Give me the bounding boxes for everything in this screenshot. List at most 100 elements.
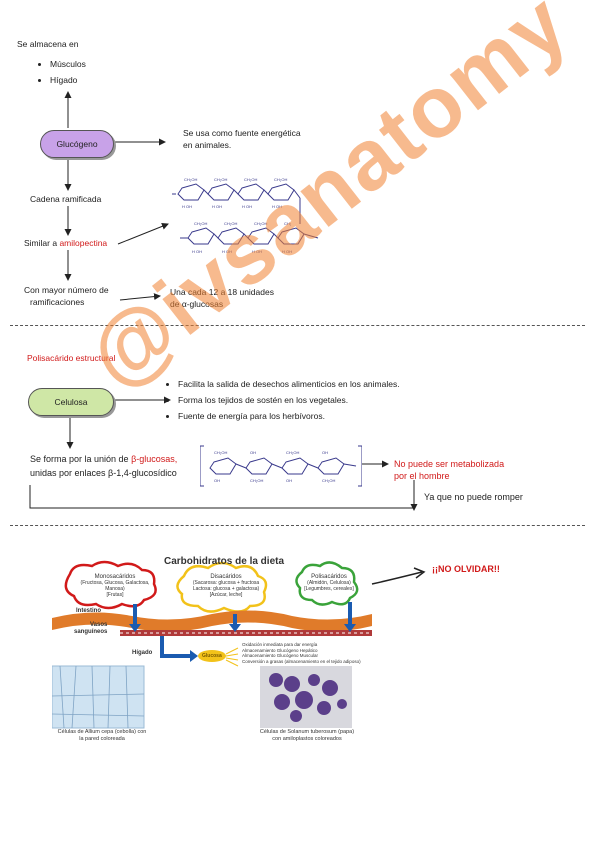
mono-sub2: [Frutas]: [106, 592, 124, 598]
svg-text:CH₂OH: CH₂OH: [194, 221, 207, 226]
section-divider: [10, 325, 585, 326]
vasos-label: Vasos sanguíneos: [74, 622, 107, 636]
higado-label: Hígado: [132, 650, 153, 656]
poli-sub2: [Legumbres, cereales]: [304, 586, 354, 592]
glucosa-label: Glucosa: [202, 653, 222, 659]
svg-text:H OH: H OH: [282, 249, 292, 254]
function-item: Facilita la salida de desechos alimentic…: [178, 378, 400, 390]
units-line: de α-glucosas: [170, 299, 224, 309]
functions-list: Facilita la salida de desechos alimentic…: [160, 378, 400, 426]
arrow-units: [119, 293, 161, 301]
svg-text:CH₂OH: CH₂OH: [184, 177, 197, 182]
mono-sub: (Fructosa, Glucosa, Galactosa, Manosa): [80, 580, 150, 592]
vasos-line: Vasos: [89, 622, 108, 628]
caption-right: Células de Solanum tuberosum (papa) con …: [242, 729, 372, 742]
units-line: Una cada 12 a 18 unidades: [170, 287, 274, 297]
celulosa-shape: Celulosa: [28, 388, 114, 416]
function-item: Forma los tejidos de sostén en los veget…: [178, 394, 400, 406]
amilopectina-term: amilopectina: [59, 238, 108, 248]
energy-line: en animales.: [183, 140, 232, 150]
line-cannot-break: [29, 485, 414, 509]
svg-text:CH₂OH: CH₂OH: [244, 177, 257, 182]
formed-text: Se forma por la unión de β-glucosas, uni…: [30, 452, 177, 480]
vasos-line: sanguíneos: [74, 629, 108, 635]
location-item: Hígado: [50, 74, 86, 86]
celulosa-label: Celulosa: [54, 397, 88, 407]
not-metab-line: por el hombre: [394, 471, 450, 481]
glycogen-structure-image: CH₂OH CH₂OH CH₂OH CH₂OH H OH H OH H OH H OH CH…: [172, 177, 319, 254]
output-item: Almacenamiento Glucógeno Muscular: [242, 653, 319, 658]
svg-text:CH₂OH: CH₂OH: [286, 450, 299, 455]
svg-text:H OH: H OH: [212, 204, 222, 209]
svg-text:CH₂OH: CH₂OH: [214, 450, 227, 455]
glucogeno-connectors: [64, 91, 169, 301]
units-text: Una cada 12 a 18 unidades de α-glucosas: [170, 286, 274, 310]
energy-use-text: Se usa como fuente energética en animale…: [183, 127, 301, 151]
di-sub3: [Azúcar, leche]: [209, 592, 243, 598]
more-branch-line: ramificaciones: [30, 297, 85, 307]
similar-text: Similar a amilopectina: [24, 237, 107, 249]
caption-right-line: con amiloplastos coloreados: [272, 735, 342, 742]
function-item: Fuente de energía para los herbívoros.: [178, 410, 400, 422]
svg-text:H OH: H OH: [192, 249, 202, 254]
caption-right-line: Células de Solanum tuberosum (papa): [259, 729, 355, 735]
mono-title: Monosacáridos: [94, 574, 136, 580]
output-item: Oxidación inmediata para dar energía: [242, 642, 318, 647]
beta-glucosas-term: β-glucosas,: [131, 454, 178, 464]
svg-text:H OH: H OH: [252, 249, 262, 254]
similar-prefix: Similar a: [24, 238, 60, 248]
di-sub2: Lactosa: glucosa + galactosa): [192, 586, 260, 592]
stored-in-label: Se almacena en: [17, 39, 79, 49]
svg-text:CH₂OH: CH₂OH: [224, 221, 237, 226]
carbohydrates-diagram: Carbohidratos de la dieta Monosacáridos …: [52, 556, 372, 742]
formed-line2: unidas por enlaces β-1,4-glucosídico: [30, 468, 177, 478]
caption-left-line: Células de Allium cepa (cebolla) con: [57, 729, 147, 735]
output-item: Conversión a grasas (almacenamiento en e…: [242, 658, 361, 664]
poli-title: Polisacáridos: [311, 574, 347, 580]
energy-line: Se usa como fuente energética: [183, 128, 301, 138]
caption-left-line: la pared coloreada: [79, 735, 125, 742]
not-metab-line: No puede ser metabolizada: [394, 459, 505, 469]
svg-text:H OH: H OH: [222, 249, 232, 254]
no-olvidar-text: ¡¡NO OLVIDAR!!: [432, 564, 500, 574]
svg-text:CH₂OH: CH₂OH: [254, 221, 267, 226]
celulosa-connectors: [29, 396, 418, 511]
glucose-outputs: Oxidación inmediata para dar energía Alm…: [242, 642, 361, 664]
mono-box: Monosacáridos (Fructosa, Glucosa, Galact…: [80, 574, 150, 598]
chain-text: Cadena ramificada: [30, 194, 102, 204]
not-metabolized-text: No puede ser metabolizada por el hombre: [394, 458, 504, 482]
svg-text:OH: OH: [214, 478, 220, 483]
svg-text:H OH: H OH: [272, 204, 282, 209]
arrow-structure: [117, 222, 169, 245]
no-olvidar-arrow: [371, 567, 426, 585]
structural-label: Polisacárido estructural: [27, 353, 116, 363]
poli-box: Polisacáridos (Almidón, Celulosa) [Legum…: [304, 574, 354, 592]
svg-text:CH₂: CH₂: [284, 221, 292, 226]
locations-list: Músculos Hígado: [20, 58, 86, 90]
formed-prefix: Se forma por la unión de: [30, 454, 132, 464]
svg-text:OH: OH: [286, 478, 292, 483]
more-branch-text: Con mayor número de ramificaciones: [24, 284, 109, 308]
svg-text:CH₂OH: CH₂OH: [274, 177, 287, 182]
svg-text:H OH: H OH: [182, 204, 192, 209]
svg-text:OH: OH: [250, 450, 256, 455]
cannot-break-text: Ya que no puede romper: [424, 492, 523, 502]
svg-text:H OH: H OH: [242, 204, 252, 209]
di-title: Disacáridos: [210, 574, 242, 580]
svg-text:OH: OH: [322, 450, 328, 455]
di-sub1: (Sacarosa: glucosa + fructosa: [192, 580, 260, 586]
output-item: Almacenamiento Glucógeno Hepático: [242, 647, 318, 653]
diagram-graphics: [52, 560, 372, 729]
glucogeno-label: Glucógeno: [56, 139, 98, 149]
svg-text:CH₂OH: CH₂OH: [322, 478, 335, 483]
section-divider: [10, 525, 585, 526]
location-item: Músculos: [50, 58, 86, 70]
intestino-label: Intestino: [76, 608, 101, 614]
svg-text:CH₂OH: CH₂OH: [214, 177, 227, 182]
glucogeno-shape: Glucógeno: [40, 130, 114, 158]
poli-sub: (Almidón, Celulosa): [307, 580, 351, 586]
di-box: Disacáridos (Sacarosa: glucosa + fructos…: [188, 574, 264, 598]
caption-left: Células de Allium cepa (cebolla) con la …: [32, 729, 172, 742]
diagram-title: Carbohidratos de la dieta: [164, 556, 285, 567]
